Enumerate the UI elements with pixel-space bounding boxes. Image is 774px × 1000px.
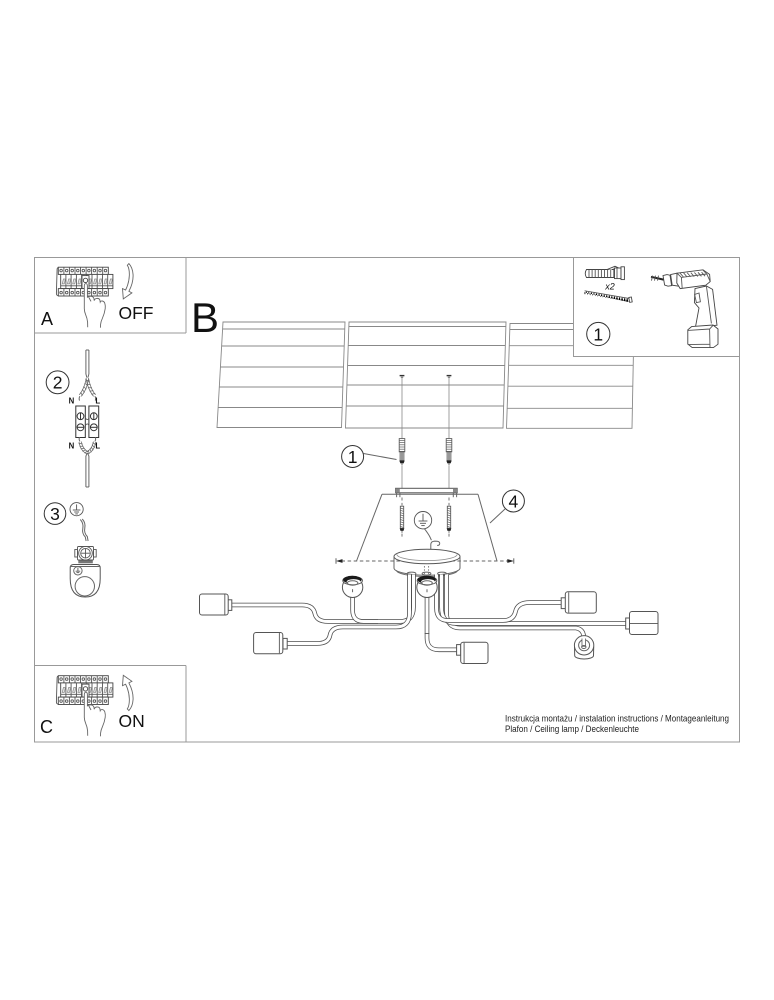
svg-text:C: C xyxy=(40,717,53,737)
svg-text:3: 3 xyxy=(50,504,60,524)
svg-text:ON: ON xyxy=(119,711,145,731)
svg-text:A: A xyxy=(41,309,53,329)
svg-text:2: 2 xyxy=(53,373,63,393)
svg-text:4: 4 xyxy=(509,491,519,511)
svg-text:L: L xyxy=(95,442,100,451)
svg-text:OFF: OFF xyxy=(119,303,154,323)
svg-text:Plafon / Ceiling lamp / Decken: Plafon / Ceiling lamp / Deckenleuchte xyxy=(505,724,639,734)
svg-text:N: N xyxy=(69,397,75,406)
svg-text:1: 1 xyxy=(348,447,358,467)
svg-text:L: L xyxy=(95,397,100,406)
svg-text:Instrukcja montażu / instalati: Instrukcja montażu / instalation instruc… xyxy=(505,713,729,723)
svg-text:B: B xyxy=(191,294,219,341)
svg-text:x2: x2 xyxy=(604,282,615,292)
svg-text:1: 1 xyxy=(593,324,603,344)
svg-text:N: N xyxy=(69,442,75,451)
